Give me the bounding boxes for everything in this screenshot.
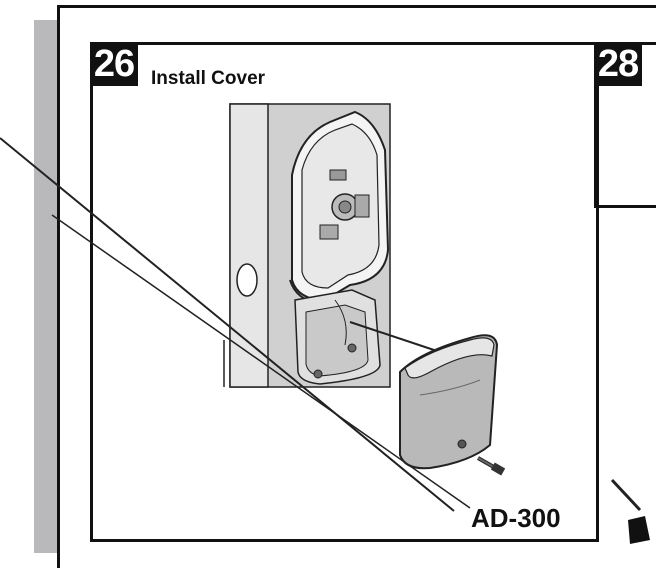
- model-callout-label: AD-300: [471, 503, 561, 533]
- step-26-title: Install Cover: [151, 68, 266, 89]
- install-cover-illustration: [0, 103, 650, 544]
- lock-body-illustration: [289, 110, 390, 385]
- screw-illustration: [477, 456, 506, 476]
- step-28-badge: 28: [594, 42, 642, 86]
- next-step-sketch: [610, 478, 650, 544]
- gray-margin-strip: [34, 20, 58, 553]
- step-26-badge: 26: [90, 42, 138, 86]
- callout-leader-line-2: [51, 214, 471, 509]
- cover-illustration: [399, 334, 499, 470]
- callout-leader-line-1: [0, 137, 455, 512]
